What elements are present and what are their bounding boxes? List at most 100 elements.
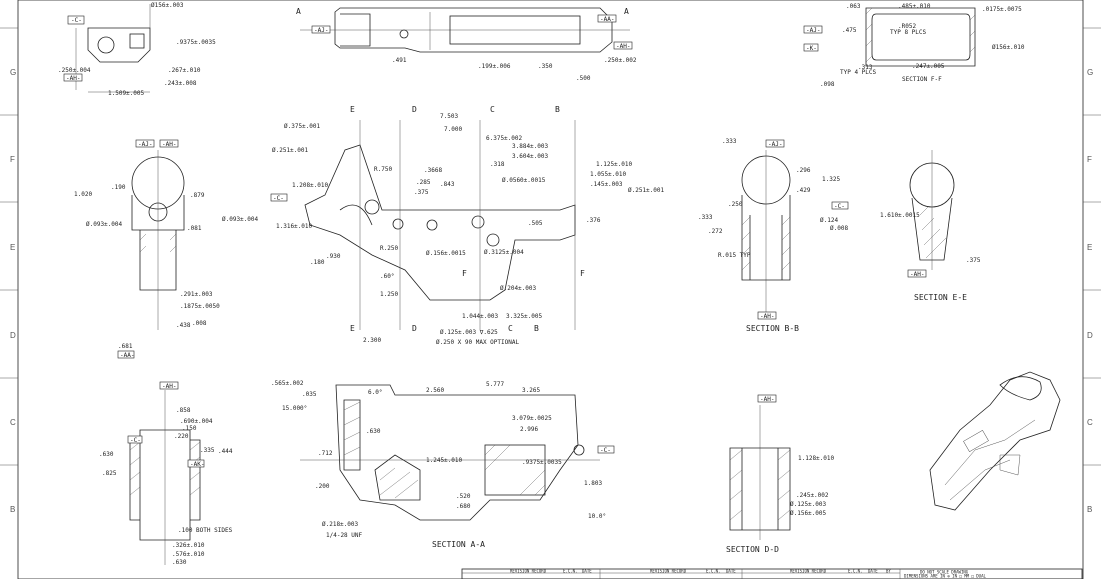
svg-text:2.560: 2.560 — [426, 387, 444, 394]
section-f-f-label: SECTION F-F — [902, 76, 942, 83]
svg-text:D: D — [412, 105, 417, 114]
svg-text:Ø.124: Ø.124 — [820, 217, 838, 224]
zone-left-c: C — [10, 418, 16, 427]
svg-text:Ø.093±.004: Ø.093±.004 — [86, 221, 123, 228]
svg-text:.250±.004: .250±.004 — [58, 67, 91, 74]
svg-text:E: E — [350, 324, 355, 333]
svg-text:-AA-: -AA- — [120, 352, 134, 359]
do-not-scale-notice: DO NOT SCALE DRAWING — [920, 570, 969, 575]
svg-text:.199±.006: .199±.006 — [478, 63, 511, 70]
svg-text:.491: .491 — [392, 57, 407, 64]
zone-right-g: G — [1087, 68, 1093, 77]
svg-text:Ø156±.010: Ø156±.010 — [992, 44, 1025, 51]
svg-text:3.604±.003: 3.604±.003 — [512, 153, 549, 160]
svg-text:2.996: 2.996 — [520, 426, 538, 433]
zone-right-e: E — [1087, 243, 1092, 252]
svg-text:-AH-: -AH- — [616, 43, 630, 50]
zone-left-g: G — [10, 68, 16, 77]
svg-text:.250±.002: .250±.002 — [604, 57, 637, 64]
svg-text:Ø.375±.001: Ø.375±.001 — [284, 123, 321, 130]
svg-text:.60°: .60° — [380, 273, 394, 280]
svg-text:.008: .008 — [192, 320, 207, 327]
svg-text:DATE: DATE — [868, 569, 878, 574]
svg-text:.879: .879 — [190, 192, 205, 199]
svg-text:1.245±.010: 1.245±.010 — [426, 457, 463, 464]
svg-text:Ø.218±.003: Ø.218±.003 — [322, 521, 359, 528]
svg-text:-C-: -C- — [834, 203, 845, 210]
section-a-a-view: .565±.002 .035 15.000° 6.0° 2.560 5.777 … — [271, 380, 615, 549]
svg-text:1.044±.003: 1.044±.003 — [462, 313, 499, 320]
svg-text:.220: .220 — [174, 433, 189, 440]
svg-text:.375: .375 — [966, 257, 981, 264]
svg-text:.9375±.0035: .9375±.0035 — [522, 459, 562, 466]
svg-text:7.000: 7.000 — [444, 126, 462, 133]
svg-text:R.250: R.250 — [380, 245, 398, 252]
svg-text:REVISION RECORD: REVISION RECORD — [510, 569, 547, 574]
svg-text:-AH-: -AH- — [760, 313, 774, 320]
svg-text:.100 BOTH SIDES: .100 BOTH SIDES — [178, 527, 233, 534]
svg-text:.858: .858 — [176, 407, 191, 414]
svg-text:-AH-: -AH- — [760, 396, 774, 403]
svg-text:.376: .376 — [586, 217, 601, 224]
zone-left-f: F — [10, 155, 15, 164]
svg-text:.576±.010: .576±.010 — [172, 551, 205, 558]
zone-left-d: D — [10, 331, 16, 340]
svg-text:.333: .333 — [698, 214, 713, 221]
svg-text:.630: .630 — [172, 559, 187, 566]
svg-text:.150: .150 — [182, 425, 197, 432]
svg-text:.500: .500 — [576, 75, 591, 82]
svg-text:.035: .035 — [302, 391, 317, 398]
svg-text:.250: .250 — [728, 201, 743, 208]
svg-text:.R052: .R052 — [898, 23, 916, 30]
svg-text:A: A — [624, 7, 629, 16]
svg-text:.1875±.0050: .1875±.0050 — [180, 303, 220, 310]
svg-text:-AH-: -AH- — [162, 383, 176, 390]
svg-text:3.079±.0025: 3.079±.0025 — [512, 415, 552, 422]
svg-text:Ø.204±.003: Ø.204±.003 — [500, 285, 537, 292]
svg-text:E.C.N.: E.C.N. — [706, 569, 720, 574]
svg-text:C: C — [490, 105, 495, 114]
svg-text:1.208±.010: 1.208±.010 — [292, 182, 329, 189]
svg-text:.429: .429 — [796, 187, 811, 194]
svg-text:.200: .200 — [315, 483, 330, 490]
svg-text:1.325: 1.325 — [822, 176, 840, 183]
svg-text:.081: .081 — [187, 225, 202, 232]
svg-text:5.777: 5.777 — [486, 381, 504, 388]
section-d-d-label: SECTION D-D — [726, 545, 779, 554]
svg-text:.333: .333 — [722, 138, 737, 145]
svg-text:.247±.005: .247±.005 — [912, 63, 945, 70]
svg-text:E.C.N.: E.C.N. — [563, 569, 577, 574]
svg-text:Ø.156±.005: Ø.156±.005 — [790, 510, 827, 517]
zone-right-f: F — [1087, 155, 1092, 164]
section-b-b-view: -AJ- .333 .296 1.325 .429 .250 .333 .272… — [698, 138, 848, 333]
svg-text:.630: .630 — [99, 451, 114, 458]
svg-text:R.750: R.750 — [374, 166, 392, 173]
section-b-b-label: SECTION B-B — [746, 324, 799, 333]
svg-text:.350: .350 — [538, 63, 553, 70]
svg-text:6.0°: 6.0° — [368, 389, 382, 396]
isometric-view — [929, 371, 1061, 511]
svg-text:F: F — [462, 269, 467, 278]
svg-text:.485±.010: .485±.010 — [898, 3, 931, 10]
svg-text:DATE: DATE — [726, 569, 736, 574]
svg-text:-C-: -C- — [71, 17, 82, 24]
svg-text:.680: .680 — [456, 503, 471, 510]
svg-text:.520: .520 — [456, 493, 471, 500]
main-side-view: E D C B E D C B 7.503 7.000 6.375±.002 3… — [270, 105, 665, 346]
svg-text:.313: .313 — [858, 64, 873, 71]
svg-text:7.503: 7.503 — [440, 113, 458, 120]
svg-text:TYP 8 PLCS: TYP 8 PLCS — [890, 29, 927, 36]
svg-text:.681: .681 — [118, 343, 133, 350]
svg-text:B: B — [555, 105, 560, 114]
section-f-f-view: .063 .485±.010 .0175±.0075 .475 .R052 TY… — [803, 3, 1025, 88]
top-plan-view: A A -AJ- -AA- -AH- .491 .199±.006 .350 .… — [296, 7, 637, 82]
zone-right-b: B — [1087, 505, 1092, 514]
svg-text:Ø.250 X 90 MAX OPTIONAL: Ø.250 X 90 MAX OPTIONAL — [436, 339, 519, 346]
svg-text:.318: .318 — [490, 161, 505, 168]
svg-text:1.509±.005: 1.509±.005 — [108, 90, 145, 97]
svg-text:.326±.010: .326±.010 — [172, 542, 205, 549]
svg-text:3.325±.005: 3.325±.005 — [506, 313, 543, 320]
svg-text:-AH-: -AH- — [910, 271, 924, 278]
svg-text:B: B — [534, 324, 539, 333]
